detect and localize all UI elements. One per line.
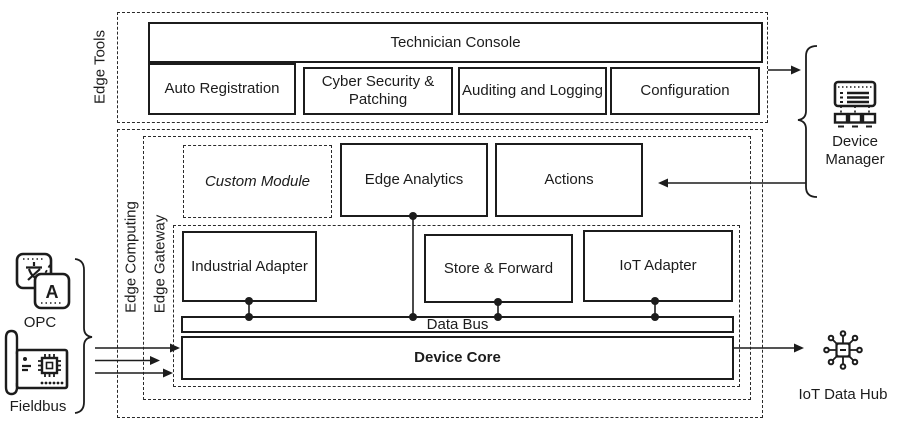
device-manager-label: Device Manager (825, 133, 885, 168)
left-brace (74, 258, 93, 414)
industrial-adapter-box: Industrial Adapter (182, 231, 317, 302)
opc-translate-icon: A (14, 250, 72, 312)
edge-gateway-group-box (173, 225, 740, 387)
edge-tools-label: Edge Tools (91, 30, 109, 104)
edge-computing-inner-box (143, 136, 751, 400)
edge-tools-to-device-manager-arrow (768, 65, 801, 75)
actions-box: Actions (495, 143, 643, 217)
edge-computing-label: Edge Computing (122, 201, 140, 313)
fieldbus-label: Fieldbus (9, 398, 67, 415)
right-brace (797, 45, 818, 198)
device-manager-icon (828, 80, 882, 132)
edge-analytics-box: Edge Analytics (340, 143, 488, 217)
technician-console-box: Technician Console (148, 22, 763, 63)
iot-data-hub-icon (818, 325, 868, 375)
fieldbus-network-card-icon (4, 328, 70, 398)
store-forward-box: Store & Forward (424, 234, 573, 303)
custom-module-box: Custom Module (183, 145, 332, 218)
opc-icon-letter: A (46, 282, 59, 302)
device-core-bar: Device Core (181, 336, 734, 380)
auditing-logging-box: Auditing and Logging (458, 67, 607, 115)
data-bus-bar: Data Bus (181, 316, 734, 333)
configuration-box: Configuration (610, 67, 760, 115)
edge-gateway-label: Edge Gateway (151, 214, 169, 314)
iot-adapter-box: IoT Adapter (583, 230, 733, 302)
iot-data-hub-label: IoT Data Hub (798, 386, 888, 403)
auto-registration-box: Auto Registration (148, 63, 296, 115)
opc-label: OPC (23, 314, 57, 331)
cyber-security-patching-box: Cyber Security & Patching (303, 67, 453, 115)
edge-tools-group-box (117, 12, 768, 123)
edge-computing-outer-box (117, 129, 763, 418)
